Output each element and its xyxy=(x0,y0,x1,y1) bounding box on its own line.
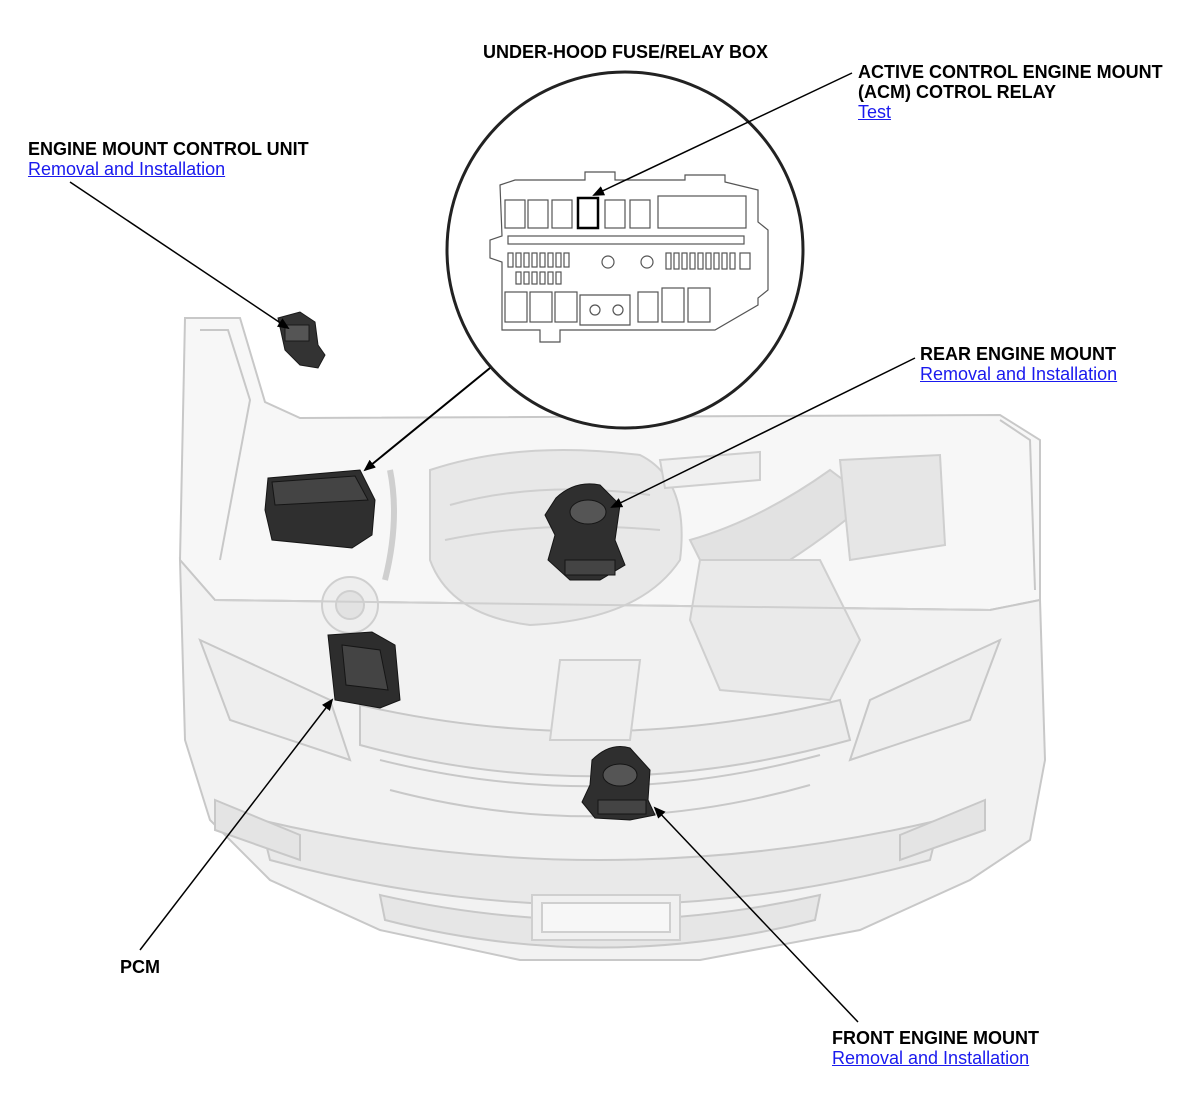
leader-acm-relay xyxy=(592,72,853,196)
callout-control-unit: ENGINE MOUNT CONTROL UNIT Removal and In… xyxy=(28,139,309,179)
fuse-box-shape xyxy=(264,469,376,549)
callout-rear-mount: REAR ENGINE MOUNT Removal and Installati… xyxy=(920,344,1117,384)
fuse-box-title: UNDER-HOOD FUSE/RELAY BOX xyxy=(483,42,769,62)
callout-acm-relay: ACTIVE CONTROL ENGINE MOUNT (ACM) COTROL… xyxy=(858,62,1163,122)
pcm-shape xyxy=(327,631,401,709)
acm-relay-title-line1: ACTIVE CONTROL ENGINE MOUNT xyxy=(858,62,1163,82)
leader-front-mount xyxy=(653,806,859,1023)
control-unit-removal-link[interactable]: Removal and Installation xyxy=(28,159,226,179)
leader-pcm xyxy=(139,698,334,951)
acm-relay-title-line2: (ACM) COTROL RELAY xyxy=(858,82,1056,102)
control-unit-title: ENGINE MOUNT CONTROL UNIT xyxy=(28,139,309,159)
acm-relay-test-link[interactable]: Test xyxy=(858,102,892,122)
pcm-title: PCM xyxy=(120,957,160,977)
rear-engine-mount-shape xyxy=(544,483,626,581)
leader-fuse-box xyxy=(363,367,491,472)
leader-control-unit xyxy=(69,181,290,330)
front-mount-title: FRONT ENGINE MOUNT xyxy=(832,1028,1039,1048)
engine-mount-control-unit-shape xyxy=(277,311,326,369)
rear-mount-removal-link[interactable]: Removal and Installation xyxy=(920,364,1118,384)
leader-rear-mount xyxy=(610,357,916,508)
leader-lines xyxy=(69,72,916,1023)
rear-mount-title: REAR ENGINE MOUNT xyxy=(920,344,1117,364)
callout-pcm: PCM xyxy=(120,957,160,977)
fuse-box-inset xyxy=(445,70,805,430)
callout-front-mount: FRONT ENGINE MOUNT Removal and Installat… xyxy=(832,1028,1039,1068)
front-mount-removal-link[interactable]: Removal and Installation xyxy=(832,1048,1030,1068)
front-engine-mount-shape xyxy=(581,746,656,821)
